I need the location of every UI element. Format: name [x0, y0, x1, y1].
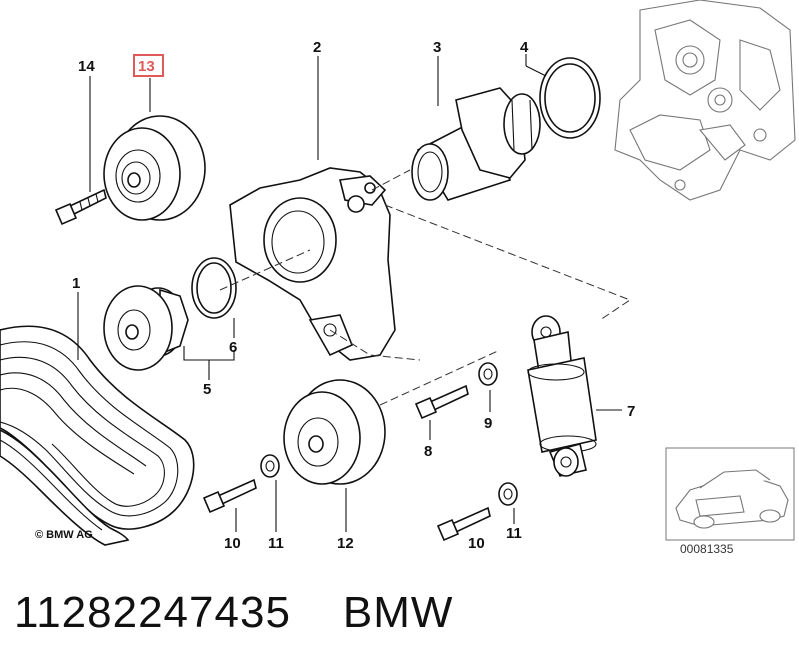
engine-block-drawing — [614, 0, 796, 201]
callout-labels: 13 14 2 3 4 1 6 5 7 8 9 10 11 12 10 11 — [72, 39, 635, 552]
bolt-10-left — [202, 478, 257, 514]
leader-lines — [77, 54, 622, 532]
callout-7: 7 — [627, 403, 635, 420]
bolt-8 — [414, 384, 469, 420]
callout-2: 2 — [313, 39, 321, 56]
assembly-guide-lines — [219, 169, 632, 406]
tensioner-bracket-2 — [229, 167, 396, 361]
sleeve-3 — [411, 87, 541, 201]
callout-6: 6 — [229, 339, 237, 356]
exploded-view-drawing: 13 14 2 3 4 1 6 5 7 8 9 10 11 12 10 11 ©… — [0, 0, 796, 556]
part-number: 11282247435 — [14, 588, 291, 637]
thumbnail-code: 00081335 — [680, 542, 734, 556]
bolt-10-right — [436, 506, 491, 542]
vehicle-thumbnail — [665, 447, 795, 541]
pulley-12 — [283, 379, 386, 485]
callout-14: 14 — [78, 58, 95, 75]
callout-12: 12 — [337, 535, 354, 552]
callout-9: 9 — [484, 415, 492, 432]
callout-4: 4 — [520, 39, 529, 56]
callout-5: 5 — [203, 381, 211, 398]
washer-11-left — [260, 454, 280, 478]
callout-3: 3 — [433, 39, 441, 56]
pulley-13 — [103, 115, 206, 221]
copyright-label: © BMW AG — [35, 529, 93, 541]
bolt-14 — [54, 188, 107, 226]
brand-name: BMW — [342, 588, 454, 637]
shock-damper-7 — [527, 315, 597, 477]
idler-pulley-5 — [103, 285, 189, 371]
highlight-box-13 — [133, 54, 164, 77]
callout-11-right: 11 — [506, 525, 522, 542]
gasket-ring-4 — [539, 57, 601, 139]
washer-11-right — [498, 482, 518, 506]
callout-10-right: 10 — [468, 535, 485, 552]
callout-13: 13 — [138, 58, 155, 75]
part-caption: 11282247435 BMW — [14, 588, 453, 638]
callout-8: 8 — [424, 443, 432, 460]
callout-11-left: 11 — [268, 535, 284, 552]
drive-belt — [0, 325, 195, 546]
washer-9 — [478, 362, 498, 386]
callout-1: 1 — [72, 275, 80, 292]
callout-10-left: 10 — [224, 535, 241, 552]
o-ring-6 — [191, 257, 237, 319]
